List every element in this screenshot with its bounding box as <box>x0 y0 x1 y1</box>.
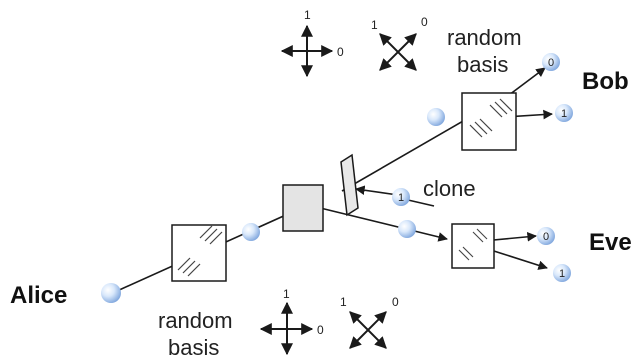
bob-analyzer-box <box>461 92 517 151</box>
clone-label: clone <box>423 176 476 201</box>
photon-bob-out-1: 1 <box>555 104 573 122</box>
basis-mark-0: 0 <box>317 323 324 337</box>
basis-mark-1: 1 <box>340 295 347 309</box>
random-basis-label-top-line1: random <box>447 25 522 50</box>
random-basis-label-top-line2: basis <box>457 52 508 77</box>
photon-eve-out-1: 1 <box>553 264 571 282</box>
rectilinear-basis-icon-bottom <box>259 301 314 356</box>
basis-mark-0: 0 <box>337 45 344 59</box>
photon-bob-out-0: 0 <box>542 53 560 71</box>
photon-label: 1 <box>561 108 567 120</box>
basis-mark-0: 0 <box>421 15 428 29</box>
diagonal-basis-icon-bottom <box>349 311 387 349</box>
photon <box>242 223 260 241</box>
eve-label: Eve <box>589 229 632 256</box>
photon-clone: 1 <box>392 188 410 206</box>
photon-label: 0 <box>548 57 554 69</box>
photon-alice <box>101 283 121 303</box>
photon-label: 0 <box>543 231 549 243</box>
photon <box>427 108 445 126</box>
photon-eve-out-0: 0 <box>537 227 555 245</box>
photon-label: 1 <box>398 192 404 204</box>
beam-splitter-plate <box>340 153 359 217</box>
diagonal-basis-icon-top <box>379 33 417 71</box>
basis-mark-1: 1 <box>371 18 378 32</box>
random-basis-label-bottom-line2: basis <box>168 335 219 360</box>
eve-intercept-box <box>282 184 324 232</box>
alice-label: Alice <box>10 282 67 309</box>
random-basis-label-bottom-line1: random <box>158 308 233 333</box>
photon-label: 1 <box>559 268 565 280</box>
eve-analyzer-box <box>451 223 495 269</box>
basis-mark-1: 1 <box>283 287 290 301</box>
basis-mark-0: 0 <box>392 295 399 309</box>
photon <box>398 220 416 238</box>
rectilinear-basis-icon-top <box>280 24 334 78</box>
bob-label: Bob <box>582 68 629 95</box>
basis-mark-1: 1 <box>304 8 311 22</box>
alice-polarizer-box <box>171 224 227 282</box>
